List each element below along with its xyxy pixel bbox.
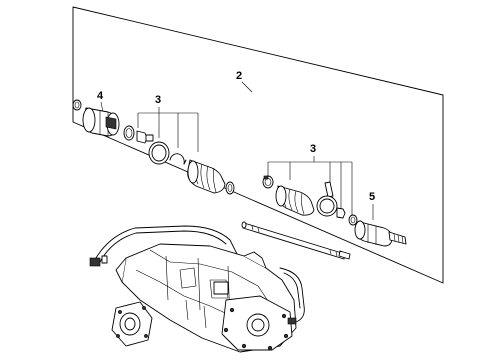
small-snap-ring bbox=[72, 99, 82, 111]
boot-band bbox=[225, 181, 235, 195]
clamp-ring-1 bbox=[123, 125, 135, 141]
inner-large-clamp bbox=[316, 195, 338, 217]
inner-clip-ring bbox=[348, 214, 358, 226]
callout-2: 2 bbox=[236, 70, 242, 82]
rear-differential bbox=[89, 225, 305, 353]
assembly-frame bbox=[72, 6, 444, 284]
inner-cv-joint bbox=[354, 220, 407, 247]
callout-3-upper: 3 bbox=[155, 94, 161, 106]
inner-circlip bbox=[336, 207, 346, 219]
joint-bearing bbox=[136, 130, 154, 144]
boot-band-lever bbox=[324, 181, 334, 198]
callout-3-lower: 3 bbox=[310, 143, 316, 155]
callout-4: 4 bbox=[97, 90, 104, 102]
large-boot-clamp bbox=[148, 141, 170, 165]
outer-cv-joint bbox=[82, 107, 120, 137]
callout-5: 5 bbox=[369, 191, 375, 203]
leader-3-upper bbox=[137, 107, 199, 152]
leader-4 bbox=[100, 101, 104, 113]
outer-cv-boot bbox=[187, 159, 226, 194]
small-boot-clamp bbox=[169, 153, 187, 165]
leader-2 bbox=[241, 81, 253, 93]
inner-boot-band-small bbox=[262, 175, 274, 189]
inner-cv-boot bbox=[275, 185, 315, 216]
axle-shaft bbox=[241, 221, 351, 260]
